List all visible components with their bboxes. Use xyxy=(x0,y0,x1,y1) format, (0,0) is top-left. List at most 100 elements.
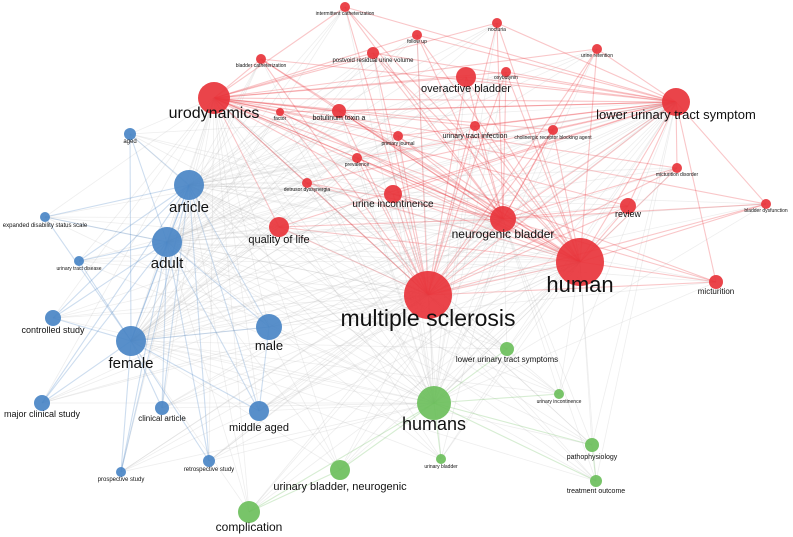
node-urinary-tract-disease[interactable] xyxy=(74,256,84,266)
edge-lower_urinary_tract_symptom-nocturia xyxy=(496,22,677,103)
node-label-humans: humans xyxy=(402,414,466,434)
node-quality-of-life[interactable] xyxy=(269,217,289,237)
node-controlled-study[interactable] xyxy=(45,310,61,326)
edge-adult-neurogenic_bladder xyxy=(166,218,504,243)
edge-humans-quality_of_life xyxy=(278,226,435,404)
node-postvoid-residual-urine-volume[interactable] xyxy=(367,47,379,59)
node-review[interactable] xyxy=(620,198,636,214)
node-middle-aged[interactable] xyxy=(249,401,269,421)
node-adult[interactable] xyxy=(152,227,182,257)
node-urinary-bladder[interactable] xyxy=(436,454,446,464)
edge-lower_urinary_tract_symptom-neurogenic_bladder xyxy=(502,101,677,220)
node-article[interactable] xyxy=(174,170,204,200)
edge-article-urinary_tract_disease xyxy=(78,184,190,262)
edge-human-botulinum_toxin_a xyxy=(338,110,581,263)
node-retrospective-study[interactable] xyxy=(203,455,215,467)
node-cholinergic-receptor-blocking-agent[interactable] xyxy=(548,125,558,135)
edge-adult-treatment_outcome xyxy=(166,241,597,482)
node-urinary-tract-infection[interactable] xyxy=(470,121,480,131)
edge-human-prospective_study xyxy=(120,261,581,473)
node-expanded-disability-status-scale[interactable] xyxy=(40,212,50,222)
node-urodynamics[interactable] xyxy=(198,82,230,114)
edge-human-pathophysiology xyxy=(579,261,593,446)
edge-adult-humans xyxy=(166,241,435,404)
edge-female-micturition_disorder xyxy=(130,167,678,342)
edge-adult-intermittent_catheterization xyxy=(166,6,346,243)
edge-male-middle_aged xyxy=(258,326,270,412)
node-primary-journal[interactable] xyxy=(393,131,403,141)
edge-multiple_sclerosis-clinical_article xyxy=(161,294,429,409)
edge-article-urinary_tract_infection xyxy=(188,125,476,186)
edge-article-overactive_bladder xyxy=(188,76,467,186)
edge-human-urinary_tract_infection xyxy=(474,125,581,263)
node-oxybutynin[interactable] xyxy=(501,67,511,77)
edge-multiple_sclerosis-major_clinical_study xyxy=(41,294,429,404)
node-bladder-dysfunction[interactable] xyxy=(761,199,771,209)
node-urinary-incontinence[interactable] xyxy=(554,389,564,399)
edge-adult-major_clinical_study xyxy=(41,241,168,404)
edge-female-urinary_bladder xyxy=(130,340,442,460)
edge-adult-urinary_bladder xyxy=(166,241,442,460)
node-urine-retention[interactable] xyxy=(592,44,602,54)
node-female[interactable] xyxy=(116,326,146,356)
node-nocturia[interactable] xyxy=(492,18,502,28)
edge-urodynamics-lower_urinary_tract_symptom xyxy=(213,97,677,103)
edge-human-postvoid_residual_urine_volume xyxy=(372,52,581,263)
edge-neurogenic_bladder-factor xyxy=(279,111,504,220)
node-factor[interactable] xyxy=(276,108,284,116)
edge-human-controlled_study xyxy=(52,261,581,319)
node-overactive-bladder[interactable] xyxy=(456,67,476,87)
edge-lower_urinary_tract_symptom-treatment_outcome xyxy=(595,101,677,482)
node-detrusor-dyssynergia[interactable] xyxy=(302,178,312,188)
node-micturition-disorder[interactable] xyxy=(672,163,682,173)
node-urinary-bladder-neurogenic[interactable] xyxy=(330,460,350,480)
edge-female-detrusor_dyssynergia xyxy=(130,182,308,342)
edge-neurogenic_bladder-micturition_disorder xyxy=(502,167,678,220)
edge-neurogenic_bladder-major_clinical_study xyxy=(41,218,504,404)
node-complication[interactable] xyxy=(238,501,260,523)
node-lower-urinary-tract-symptoms[interactable] xyxy=(500,342,514,356)
node-urine-incontinence[interactable] xyxy=(384,185,402,203)
node-human[interactable] xyxy=(556,238,604,286)
node-neurogenic-bladder[interactable] xyxy=(490,206,516,232)
edge-lower_urinary_tract_symptom-urinary_bladder_neurogenic xyxy=(339,101,677,471)
edge-human-urine_retention xyxy=(579,48,598,263)
node-bladder-catheterization[interactable] xyxy=(256,54,266,64)
edge-article-urine_incontinence xyxy=(188,184,394,195)
node-humans[interactable] xyxy=(417,386,451,420)
node-major-clinical-study[interactable] xyxy=(34,395,50,411)
edge-lower_urinary_tract_symptom-lower_urinary_tract_symptoms xyxy=(506,101,677,350)
node-prospective-study[interactable] xyxy=(116,467,126,477)
edge-neurogenic_bladder-middle_aged xyxy=(258,218,504,412)
edge-neurogenic_bladder-urinary_bladder_neurogenic xyxy=(339,218,504,471)
edge-human-urinary_tract_disease xyxy=(78,260,581,263)
node-treatment-outcome[interactable] xyxy=(590,475,602,487)
edge-female-bladder_dysfunction xyxy=(130,203,767,342)
edge-urodynamics-adult xyxy=(166,97,215,243)
edge-neurogenic_bladder-male xyxy=(268,218,504,328)
edge-adult-middle_aged xyxy=(166,241,260,412)
edge-humans-bladder_dysfunction xyxy=(433,203,767,404)
node-pathophysiology[interactable] xyxy=(585,438,599,452)
node-clinical-article[interactable] xyxy=(155,401,169,415)
node-prevalence[interactable] xyxy=(352,153,362,163)
edge-article-humans xyxy=(188,184,435,404)
node-follow-up[interactable] xyxy=(412,30,422,40)
edge-urodynamics-cholinergic_receptor_blocking_agent xyxy=(213,97,554,131)
edge-urodynamics-overactive_bladder xyxy=(213,76,467,99)
edge-human-humans xyxy=(433,261,581,404)
edge-human-urodynamics xyxy=(213,97,581,263)
edge-lower_urinary_tract_symptom-controlled_study xyxy=(52,101,677,319)
node-intermittent-catheterization[interactable] xyxy=(340,2,350,12)
node-multiple-sclerosis[interactable] xyxy=(404,271,452,319)
node-lower-urinary-tract-symptom[interactable] xyxy=(662,88,690,116)
node-botulinum-toxin-a[interactable] xyxy=(332,104,346,118)
edge-human-overactive_bladder xyxy=(465,76,581,263)
node-male[interactable] xyxy=(256,314,282,340)
edge-multiple_sclerosis-botulinum_toxin_a xyxy=(338,110,429,296)
edge-neurogenic_bladder-pathophysiology xyxy=(502,218,593,446)
edge-urodynamics-urinary_incontinence xyxy=(213,97,560,395)
node-micturition[interactable] xyxy=(709,275,723,289)
node-aged[interactable] xyxy=(124,128,136,140)
edge-article-micturition_disorder xyxy=(188,167,678,186)
